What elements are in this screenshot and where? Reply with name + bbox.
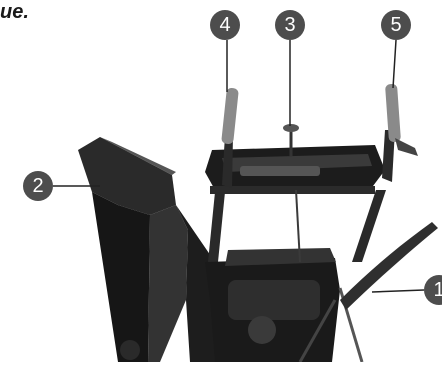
callout-3: 3 [275,10,305,40]
engine [205,248,340,362]
callout-5: 5 [381,10,411,40]
heading-fragment: ue. [0,0,29,24]
callout-4: 4 [210,10,240,40]
callout-2: 2 [23,171,53,201]
